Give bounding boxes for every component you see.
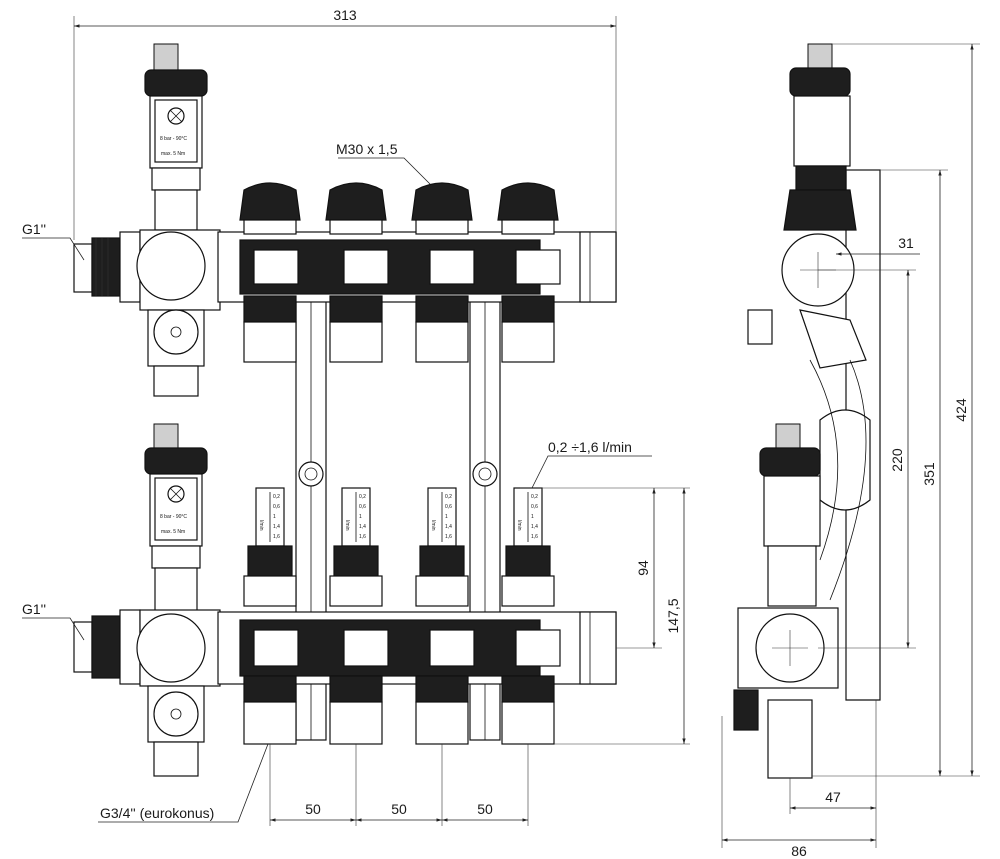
flowmeter-1-scale-0: 0,2: [273, 494, 280, 500]
bottom-outlets: [243, 675, 555, 745]
flowmeter-2-scale-3: 1,4: [359, 524, 366, 530]
flowmeter-3-scale-3: 1,4: [445, 524, 452, 530]
dim-manifold-spacing: 220: [889, 448, 905, 472]
label-outlet: G3/4'' (eurokonus): [100, 805, 214, 821]
dimension-text: 313 424 351 220 31 94 147,5 50 50 50 47 …: [22, 7, 969, 859]
flowmeter-3-scale-4: 1,6: [445, 534, 452, 540]
flowmeter-1-unit: l/min: [258, 520, 264, 531]
flowmeter-4-scale-2: 1: [531, 514, 534, 520]
flowmeter-4: [501, 487, 555, 607]
dim-94: 94: [635, 560, 651, 576]
bottom-manifold: 8 bar - 90°C max. 5 Nm: [73, 423, 617, 777]
valve-cap-2: [325, 182, 387, 235]
flowmeter-4-scale-1: 0,6: [531, 504, 538, 510]
flowmeter-1-scale-4: 1,6: [273, 534, 280, 540]
dim-147: 147,5: [665, 598, 681, 633]
flowmeter-1-scale-1: 0,6: [273, 504, 280, 510]
top-outlets: [243, 295, 555, 363]
flowmeter-4-unit: l/min: [516, 520, 522, 531]
flowmeter-3-unit: l/min: [430, 520, 436, 531]
vent-marking-bottom-line1: 8 bar - 90°C: [160, 514, 187, 520]
flowmeter-1: [243, 487, 297, 607]
flowmeter-3-scale-2: 1: [445, 514, 448, 520]
front-view: 8 bar - 90°C max. 5 Nm: [73, 43, 617, 777]
vent-marking-top-line2: max. 5 Nm: [161, 151, 185, 157]
flowmeter-3-scale-0: 0,2: [445, 494, 452, 500]
dim-overall-height: 424: [953, 398, 969, 422]
dim-31: 31: [898, 235, 914, 251]
label-inlet-bottom: G1'': [22, 601, 46, 617]
vent-marking-bottom-line2: max. 5 Nm: [161, 529, 185, 535]
dim-47: 47: [825, 789, 841, 805]
dim-spacing-3: 50: [477, 801, 493, 817]
flowmeter-2: [329, 487, 383, 607]
valve-cap-3: [411, 182, 473, 235]
flowmeter-2-scale-2: 1: [359, 514, 362, 520]
dim-overall-width: 313: [333, 7, 357, 23]
vent-marking-top-line1: 8 bar - 90°C: [160, 136, 187, 142]
flowmeter-1-scale-3: 1,4: [273, 524, 280, 530]
dimension-lines: [22, 16, 980, 848]
dim-351: 351: [921, 462, 937, 486]
flowmeter-4-scale-4: 1,6: [531, 534, 538, 540]
flowmeter-2-unit: l/min: [344, 520, 350, 531]
valve-cap-4: [497, 182, 559, 235]
flowmeter-4-scale-0: 0,2: [531, 494, 538, 500]
label-thread-top: M30 x 1,5: [336, 141, 398, 157]
top-manifold: 8 bar - 90°C max. 5 Nm: [73, 43, 617, 397]
flowmeter-2-scale-4: 1,6: [359, 534, 366, 540]
flowmeter-2-scale-1: 0,6: [359, 504, 366, 510]
dim-86: 86: [791, 843, 807, 859]
flowmeter-3: [415, 487, 469, 607]
flowmeter-3-scale-1: 0,6: [445, 504, 452, 510]
dim-spacing-1: 50: [305, 801, 321, 817]
flowmeter-4-scale-3: 1,4: [531, 524, 538, 530]
side-view: [733, 43, 881, 779]
label-inlet-top: G1'': [22, 221, 46, 237]
dim-spacing-2: 50: [391, 801, 407, 817]
flowmeter-1-scale-2: 1: [273, 514, 276, 520]
valve-cap-1: [239, 182, 301, 235]
flowmeter-2-scale-0: 0,2: [359, 494, 366, 500]
label-flow-range: 0,2 ÷1,6 l/min: [548, 439, 632, 455]
